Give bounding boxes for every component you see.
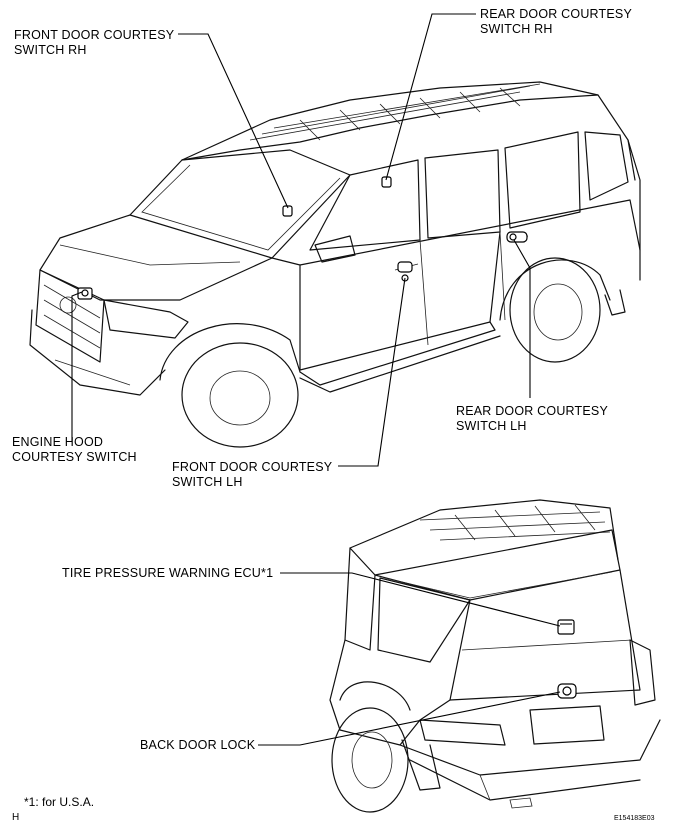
engine-hood-label: ENGINE HOOD COURTESY SWITCH [12, 435, 137, 464]
figure-code: E154183E03 [614, 815, 655, 822]
engine-hood-switch-icon [77, 287, 93, 300]
back-door-lock-label: BACK DOOR LOCK [140, 738, 256, 752]
footnote: *1: for U.S.A. [24, 795, 95, 809]
tire-pressure-ecu-label: TIRE PRESSURE WARNING ECU*1 [62, 566, 274, 580]
vehicle-front-view [29, 81, 641, 448]
corner-mark: H [12, 812, 20, 823]
rear-door-rh-label: REAR DOOR COURTESY SWITCH RH [480, 7, 633, 36]
vehicle-rear-view [329, 499, 661, 813]
front-door-rh-label: FRONT DOOR COURTESY SWITCH RH [14, 28, 175, 57]
tire-pressure-ecu-icon [557, 619, 575, 635]
front-door-lh-label: FRONT DOOR COURTESY SWITCH LH [172, 460, 333, 489]
rear-door-lh-label: REAR DOOR COURTESY SWITCH LH [456, 404, 609, 433]
leader-lines-top [71, 13, 531, 467]
back-door-lock-icon [557, 683, 577, 699]
leader-lines-bottom [258, 572, 561, 746]
front-door-lh-switch-icon [397, 261, 413, 282]
rear-door-lh-switch-icon [506, 231, 528, 243]
